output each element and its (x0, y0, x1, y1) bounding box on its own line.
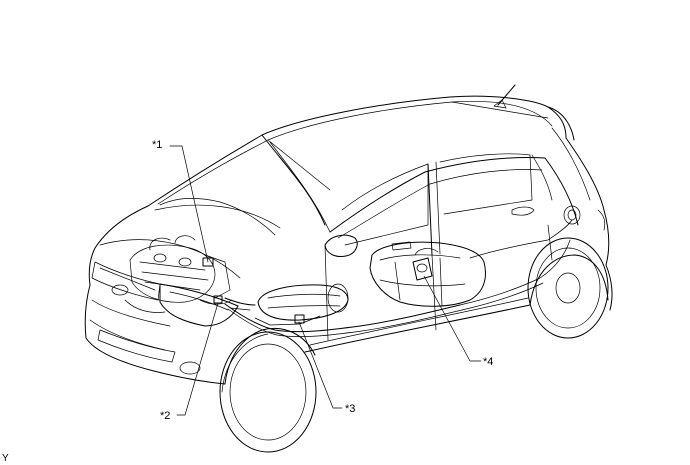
callout-1: *1 (152, 139, 163, 151)
leader-line-1 (169, 145, 209, 263)
leader-line-4 (423, 275, 482, 362)
rear-wheel (527, 237, 609, 339)
leader-line-3 (298, 321, 343, 409)
callout-4: *4 (483, 356, 494, 368)
front-wheel (219, 331, 317, 453)
figure-id: Y (2, 453, 9, 464)
car-body (84, 84, 613, 385)
fuel-lines (224, 219, 573, 338)
leader-lines (169, 145, 482, 416)
engine-assembly (124, 235, 233, 313)
callout-2: *2 (160, 410, 171, 422)
callout-3: *3 (345, 403, 356, 415)
fuel-tank (369, 241, 486, 307)
leader-line-2 (176, 302, 219, 416)
